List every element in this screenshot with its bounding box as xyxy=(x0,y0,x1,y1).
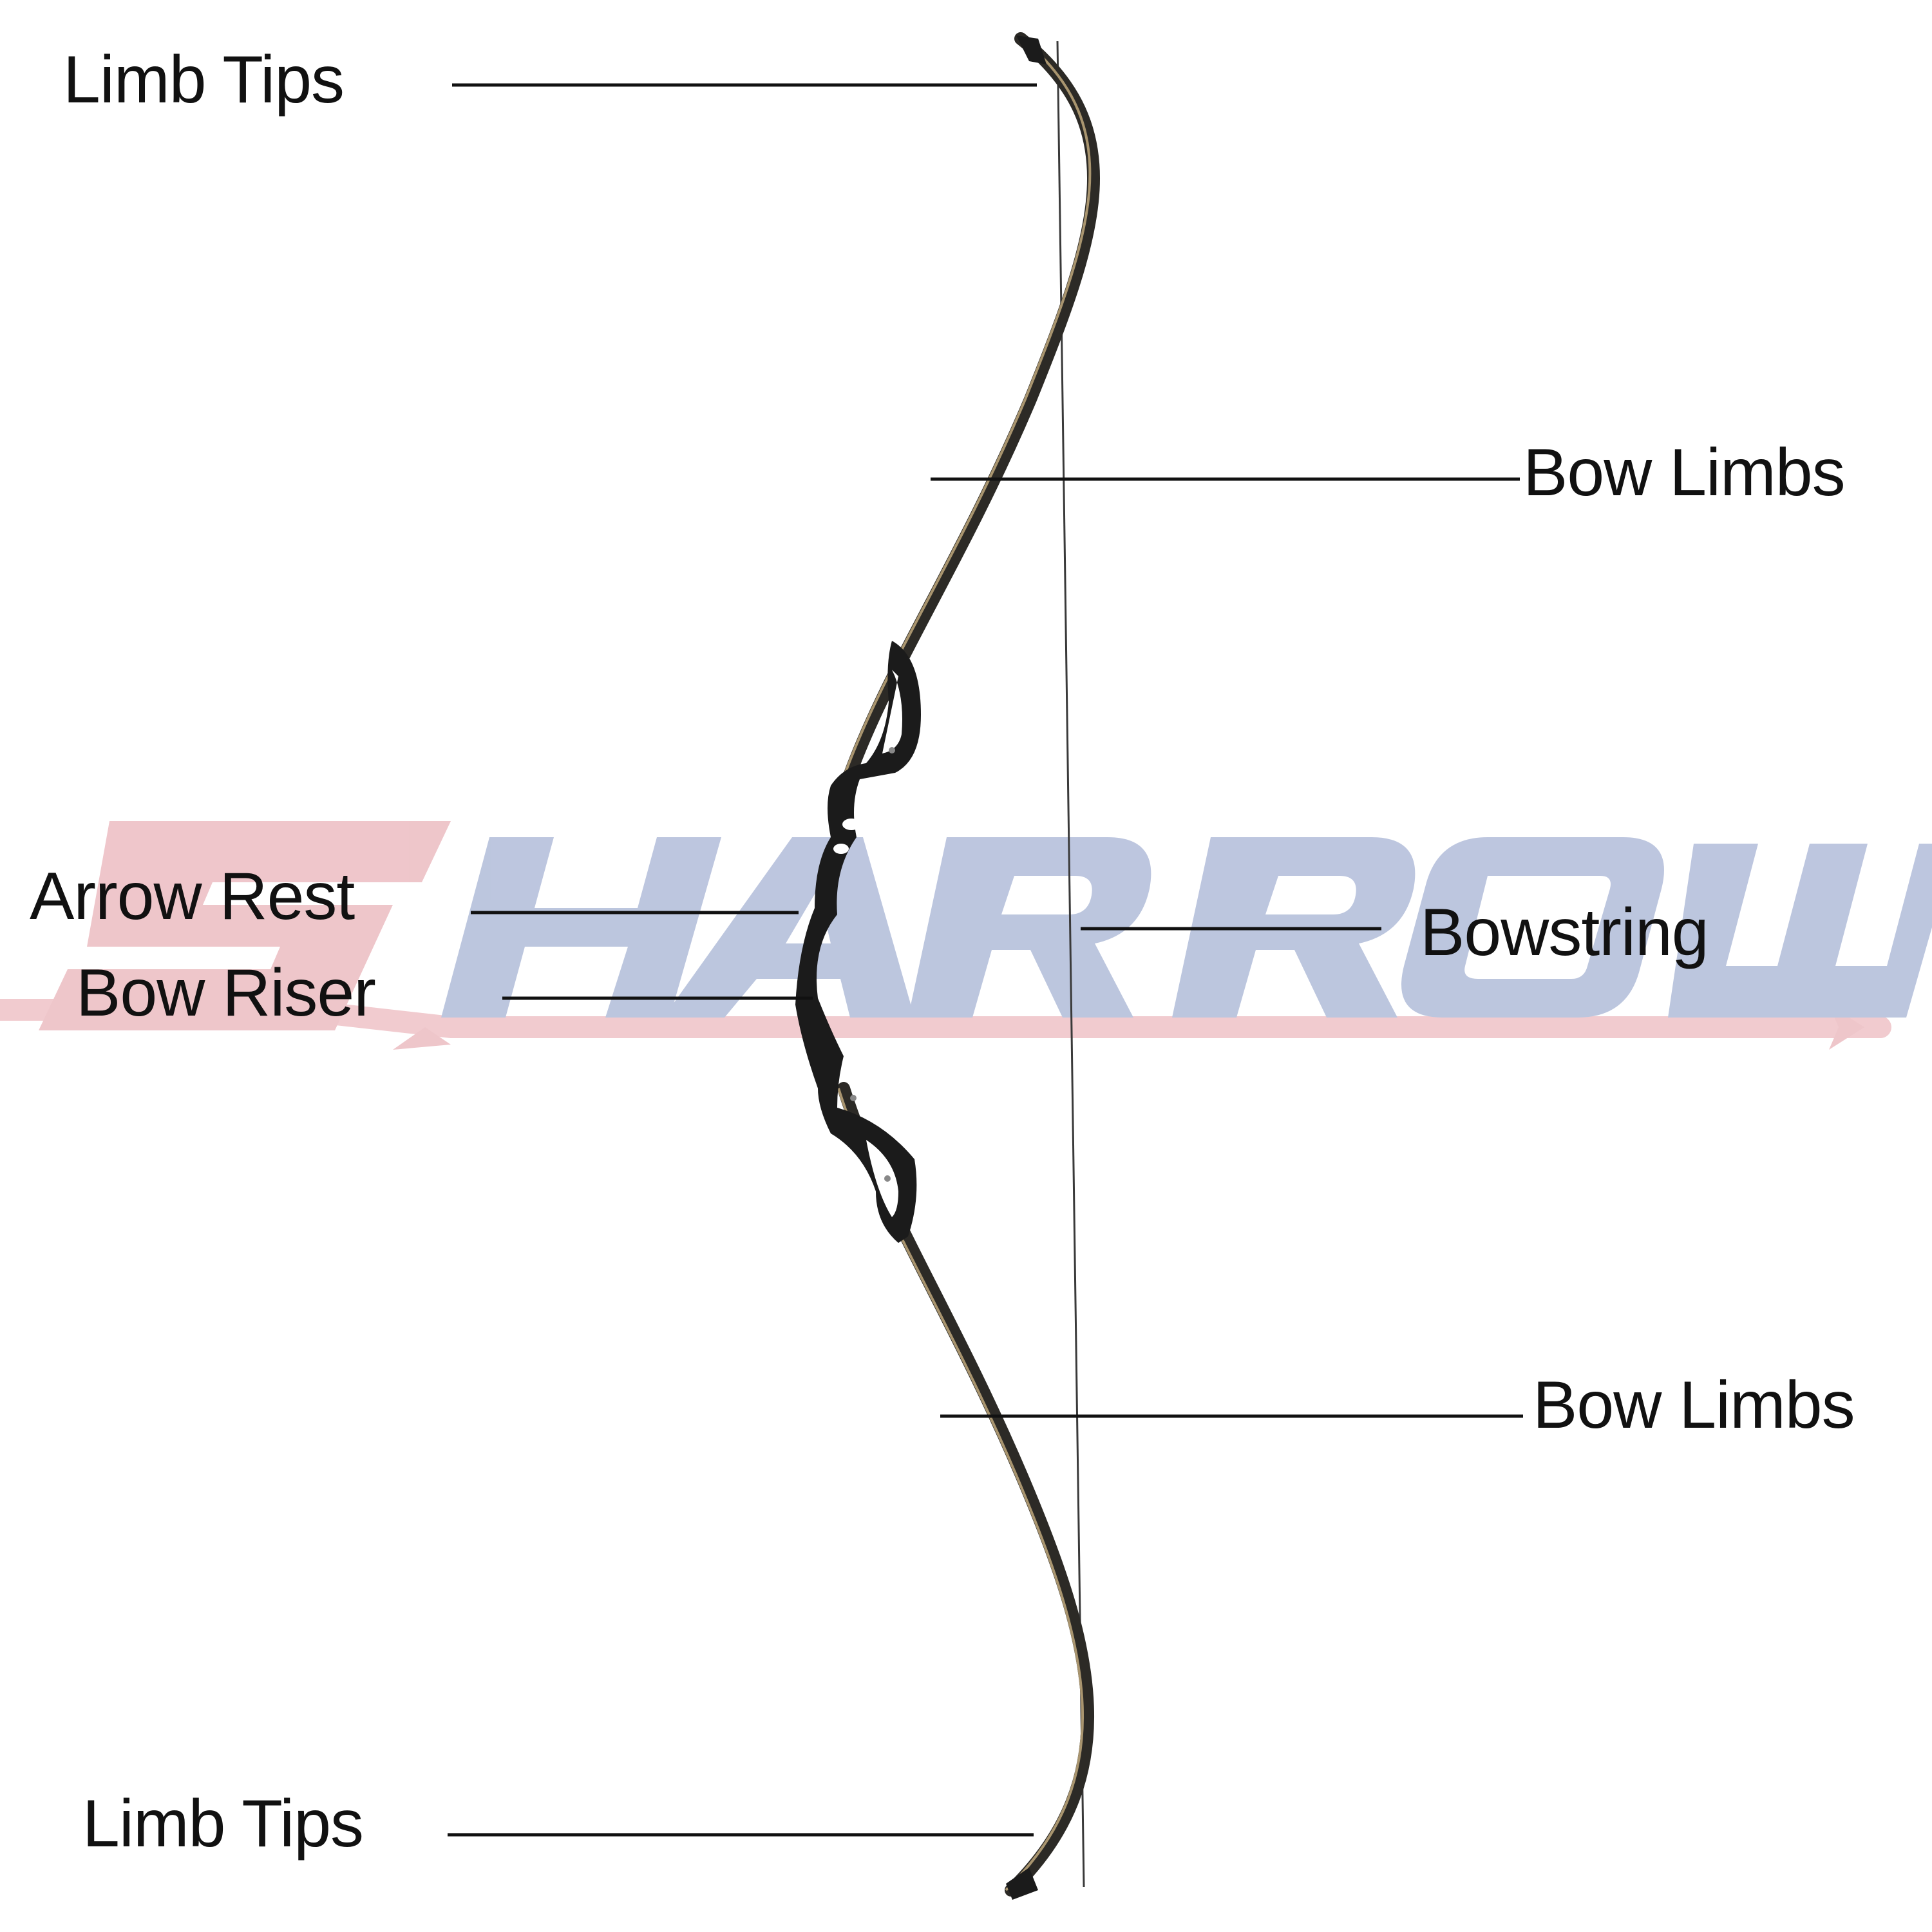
label-bow-riser: Bow Riser xyxy=(76,956,376,1030)
upper-limb xyxy=(837,32,1101,799)
label-bowstring: Bowstring xyxy=(1420,895,1709,970)
riser-window-1 xyxy=(842,819,860,830)
riser-upper-cutout xyxy=(882,670,902,753)
upper-limb-accent xyxy=(837,40,1092,793)
lower-limb-tip xyxy=(1006,1868,1038,1900)
bowstring-line xyxy=(1056,41,1085,1888)
riser-screw-1 xyxy=(889,747,895,753)
watermark-s-glyph xyxy=(39,821,451,1030)
riser-screw-3 xyxy=(884,1175,891,1182)
riser-screw-2 xyxy=(850,1095,857,1101)
watermark-arrow-feather xyxy=(393,1027,451,1050)
label-limb-tips-bottom: Limb Tips xyxy=(82,1786,364,1861)
lower-limb-accent xyxy=(837,1088,1084,1891)
riser-lower-cutout xyxy=(866,1140,898,1217)
upper-limb-tip xyxy=(1016,35,1046,64)
label-bow-limbs-upper: Bow Limbs xyxy=(1523,435,1846,510)
label-arrow-rest: Arrow Rest xyxy=(30,859,355,934)
riser-window-2 xyxy=(833,844,849,854)
label-bow-limbs-lower: Bow Limbs xyxy=(1533,1368,1855,1443)
bow-riser-body xyxy=(795,641,921,1243)
label-limb-tips-top: Limb Tips xyxy=(63,43,345,117)
